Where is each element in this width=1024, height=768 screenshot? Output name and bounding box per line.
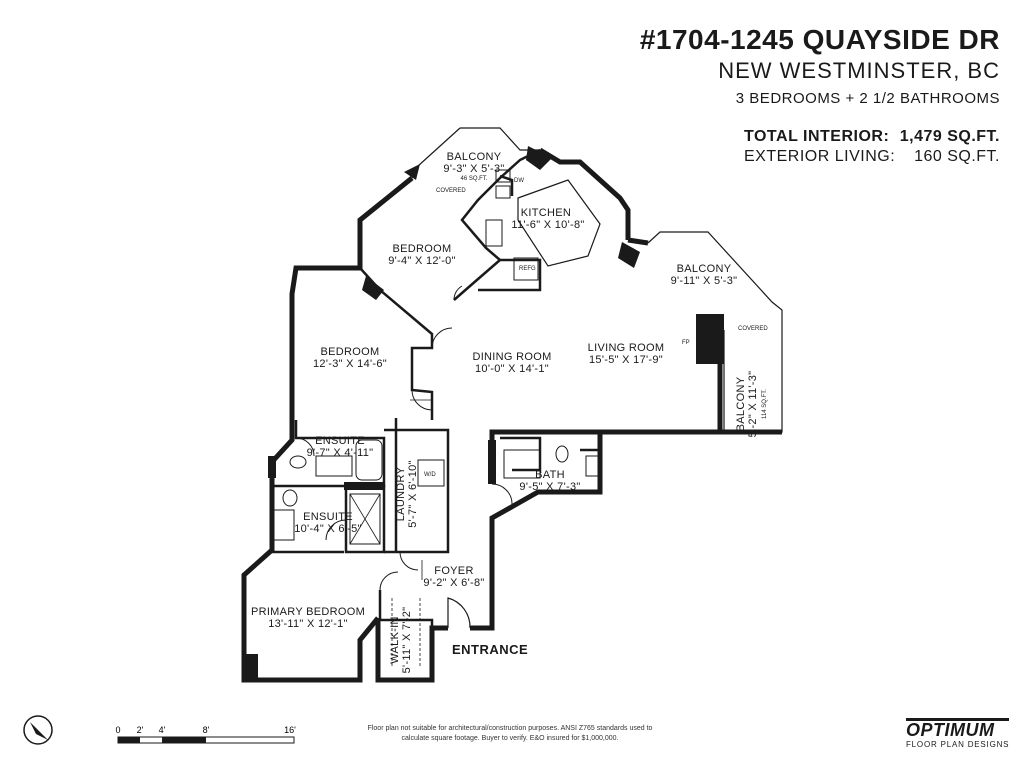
washer-dryer [417,459,445,487]
primary-bedroom-name: PRIMARY BEDROOM [251,606,365,618]
disclaimer: Floor plan not suitable for architectura… [360,724,660,744]
kitchen-island [517,179,601,267]
interior-label: TOTAL INTERIOR: [744,128,890,145]
balcony-side-dims: 5'-2" X 11'-3" [747,371,759,438]
laundry-dims: 5'-7" X 6'-10" [407,460,419,528]
balcony-top-dims: 9'-3" X 5'-3" [443,163,504,175]
ensuite-main-name: ENSUITE [303,511,353,523]
fireplace-label: FP [682,340,690,346]
bedroom-top-dims: 9'-4" X 12'-0" [388,255,456,267]
exterior-label: EXTERIOR LIVING: [744,148,896,165]
interior-value: 1,479 SQ.FT. [899,128,1000,145]
beds-baths: 3 BEDROOMS + 2 1/2 BATHROOMS [735,90,1000,107]
laundry-name: LAUNDRY [395,466,407,521]
bath-dims: 9'-5" X 7'-3" [519,481,580,493]
primary-bedroom-dims: 13'-11" X 12'-1" [268,618,348,630]
balcony-top-sqft: 46 SQ.FT. [460,176,487,182]
living-dims: 15'-5" X 17'-9" [589,354,663,366]
property-city: NEW WESTMINSTER, BC [718,58,1000,83]
bedroom-top-name: BEDROOM [393,243,452,255]
bedroom-left-name: BEDROOM [321,346,380,358]
bath-name: BATH [535,469,565,481]
balcony-right-dims: 9'-11" X 5'-3" [671,275,738,287]
disclaimer-line: Floor plan not suitable for architectura… [367,725,653,732]
property-address: #1704-1245 QUAYSIDE DR [639,24,1000,55]
toilet-icon [289,455,307,469]
logo-tagline: FLOOR PLAN DESIGNS [906,740,1010,749]
walkin-name: WALK-IN [389,616,401,664]
scale-bar: 0 2' 4' 8' 16' [115,725,296,744]
bedroom-left-dims: 12'-3" X 14'-6" [313,358,387,370]
kitchen-name: KITCHEN [521,207,571,219]
company-logo: OPTIMUM FLOOR PLAN DESIGNS [906,718,1010,749]
balcony-right-name: BALCONY [677,263,732,275]
scale-label: 8' [203,725,210,735]
scale-label: 4' [159,725,166,735]
fridge [513,257,539,281]
fireplace [696,314,724,364]
balcony-right-covered: COVERED [738,326,768,332]
scale-label: 0 [115,725,120,735]
ensuite-main-dims: 10'-4" X 6'-5" [294,523,362,535]
dining-dims: 10'-0" X 14'-1" [475,363,549,375]
ensuite-top-name: ENSUITE [315,435,365,447]
fridge-label: REFG [519,266,536,272]
balcony-top-covered: COVERED [436,188,466,194]
entrance-label: ENTRANCE [452,642,528,657]
north-arrow-icon [23,715,53,745]
washer-dryer-label: W/D [424,472,436,478]
bathtub [355,439,383,481]
interior-wall [359,267,434,420]
walkin-dims: 5'-11" X 7'-2" [401,607,413,674]
dining-name: DINING ROOM [472,351,551,363]
scale-label: 16' [284,725,296,735]
foyer-name: FOYER [434,565,473,577]
exterior-value: 160 SQ.FT. [914,148,1000,165]
entrance-door [447,597,471,629]
dishwasher-label: DW [514,178,524,184]
column [526,146,552,170]
ensuite-top-dims: 9'-7" X 4'-11" [307,447,374,459]
living-name: LIVING ROOM [588,342,665,354]
disclaimer-line: calculate square footage. Buyer to verif… [401,735,619,742]
scale-label: 2' [137,725,144,735]
balcony-side-sqft: 114 SQ.FT. [762,389,768,419]
kitchen-dims: 11'-6" X 10'-8" [511,219,584,231]
balcony-side-name: BALCONY [735,376,747,431]
foyer-dims: 9'-2" X 6'-8" [423,577,484,589]
logo-name: OPTIMUM [906,718,1010,739]
balcony-top-name: BALCONY [447,151,502,163]
